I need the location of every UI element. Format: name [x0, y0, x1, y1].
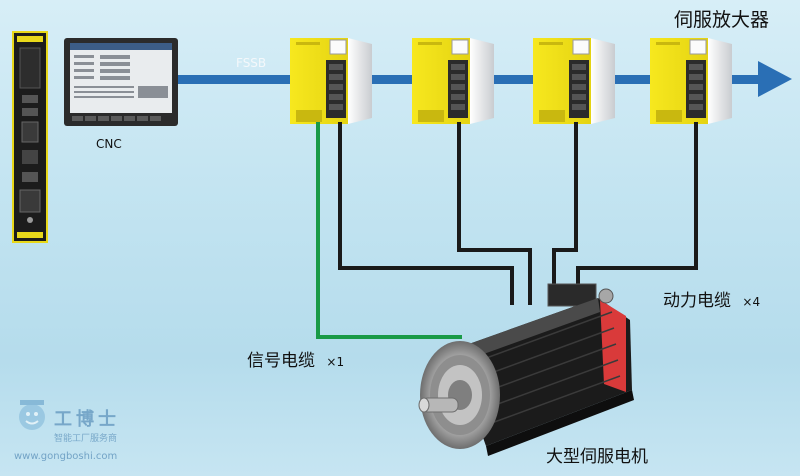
servo-motor-label: 大型伺服电机 [546, 447, 648, 467]
servo-amplifier [290, 38, 372, 124]
servo-amplifier-label: 伺服放大器 [674, 9, 770, 31]
servo-amplifier [412, 38, 494, 124]
control-unit [12, 31, 48, 243]
servo-amplifier [533, 38, 615, 124]
servo-motor [418, 283, 634, 456]
cnc-display [64, 38, 178, 126]
power-cable-name: 动力电缆 [663, 291, 731, 311]
power-cables [338, 122, 698, 305]
signal-cable-count: ×1 [326, 355, 345, 369]
signal-cable [316, 122, 462, 339]
watermark-logo [19, 400, 45, 430]
signal-cable-label: 信号电缆 ×1 [247, 346, 344, 371]
servo-amplifier [650, 38, 732, 124]
watermark-tagline: 智能工厂服务商 [54, 434, 118, 444]
watermark-name: 工博士 [54, 409, 120, 430]
watermark-url: www.gongboshi.com [14, 451, 118, 462]
power-cable-label: 动力电缆 ×4 [663, 286, 760, 311]
cnc-label: CNC [96, 137, 122, 151]
fssb-label: FSSB [236, 56, 267, 70]
power-cable-count: ×4 [742, 295, 761, 309]
signal-cable-name: 信号电缆 [247, 351, 315, 371]
